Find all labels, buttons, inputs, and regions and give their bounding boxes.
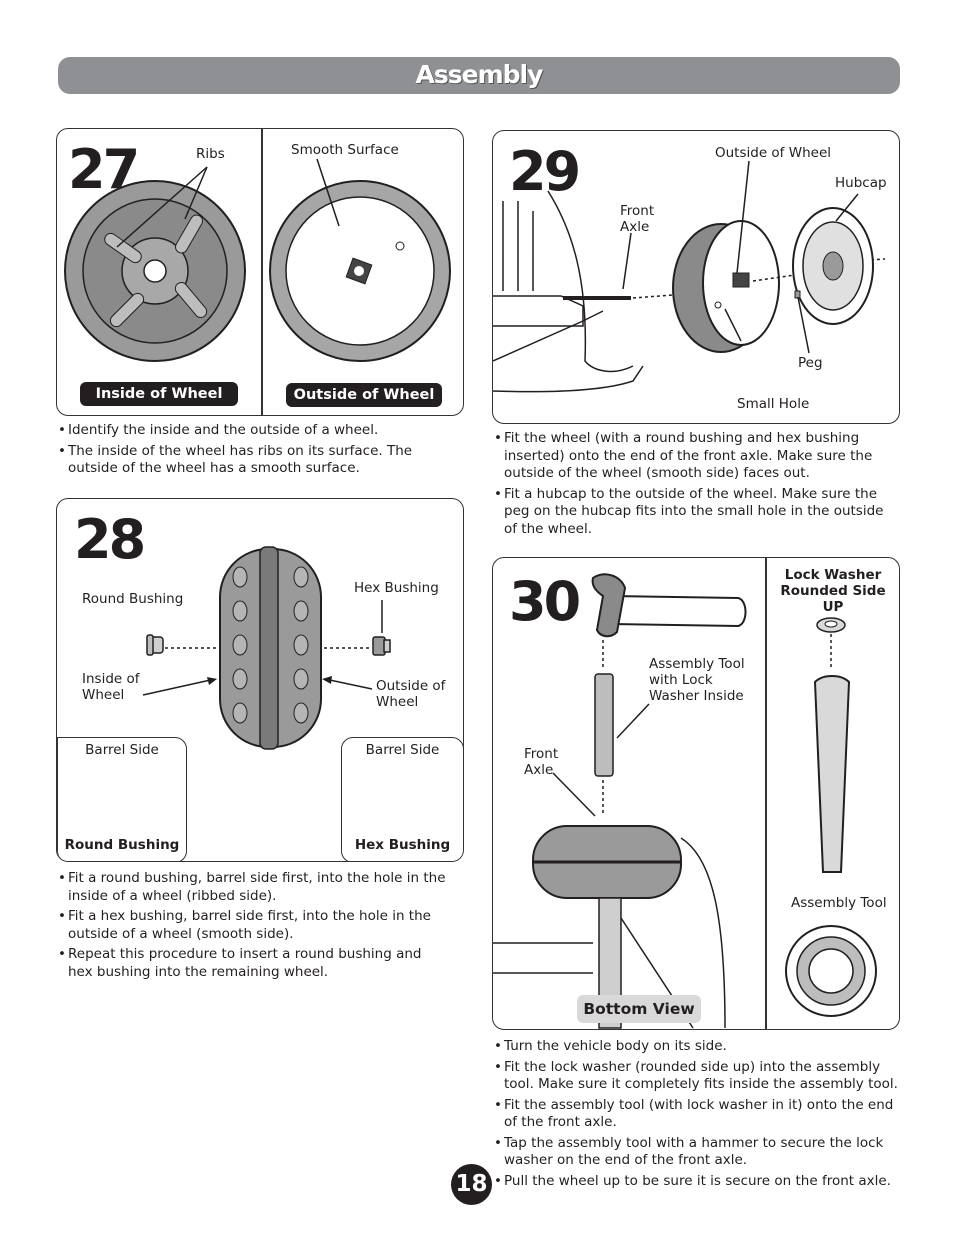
list-item: Fit the lock washer (rounded side up) in… xyxy=(492,1059,902,1094)
tire-side-view xyxy=(219,546,322,750)
inside-wheel-drawing xyxy=(64,180,246,362)
outside-of-wheel-label: Outside of Wheel xyxy=(715,145,831,161)
small-hole-label: Small Hole xyxy=(737,396,810,412)
front-axle-label: Front Axle xyxy=(524,746,559,778)
assembly-tool-small xyxy=(594,673,614,777)
step-28-number: 28 xyxy=(74,508,146,571)
round-bushing-label: Round Bushing xyxy=(82,591,184,607)
list-item: Fit the assembly tool (with lock washer … xyxy=(492,1097,902,1132)
barrel-side-label: Barrel Side xyxy=(365,742,440,758)
page-header: Assembly xyxy=(58,57,900,94)
list-item: Turn the vehicle body on its side. xyxy=(492,1038,902,1056)
peg-label: Peg xyxy=(798,355,823,371)
step-30-illustration xyxy=(493,573,877,1029)
step-27-instructions: Identify the inside and the outside of a… xyxy=(56,422,464,481)
step-28-panel: 28 xyxy=(56,498,464,862)
outside-wheel-drawing xyxy=(269,180,451,362)
hex-bushing-label: Hex Bushing xyxy=(354,580,439,596)
list-item: Fit the wheel (with a round bushing and … xyxy=(492,430,888,483)
page-number: 18 xyxy=(451,1164,492,1205)
list-item: Fit a round bushing, barrel side first, … xyxy=(56,870,446,905)
hex-bushing-caption: Hex Bushing xyxy=(354,837,451,853)
inside-of-wheel-label: Inside of Wheel xyxy=(82,671,140,703)
assembly-tool-large xyxy=(813,675,851,873)
round-bushing-detail-box: Barrel Side Round Bushing xyxy=(57,737,187,861)
round-bushing-caption: Round Bushing xyxy=(64,837,180,853)
list-item: Tap the assembly tool with a hammer to s… xyxy=(492,1135,902,1170)
hubcap-label: Hubcap xyxy=(835,175,887,191)
lock-washer-title: Lock Washer Rounded Side UP xyxy=(780,567,886,615)
bottom-view-tag: Bottom View xyxy=(577,995,701,1023)
step-30-number: 30 xyxy=(509,570,581,633)
barrel-side-label: Barrel Side xyxy=(85,742,159,758)
list-item: Fit a hex bushing, barrel side first, in… xyxy=(56,908,446,943)
vehicle-body-drawing xyxy=(493,190,644,393)
list-item: Identify the inside and the outside of a… xyxy=(56,422,464,440)
step-29-panel: 29 Outside of Wheel Hubc xyxy=(492,130,900,424)
step-28-instructions: Fit a round bushing, barrel side first, … xyxy=(56,870,446,984)
page-title: Assembly xyxy=(415,60,544,89)
assembly-tool-with-lock-washer-label: Assembly Tool with Lock Washer Inside xyxy=(649,656,745,704)
step-29-illustration xyxy=(493,160,886,393)
hubcap-drawing xyxy=(792,207,874,325)
smooth-surface-label: Smooth Surface xyxy=(291,142,399,158)
step-27-illustration xyxy=(64,158,451,362)
list-item: The inside of the wheel has ribs on its … xyxy=(56,443,464,478)
step-30-panel: 30 xyxy=(492,557,900,1030)
step-29-instructions: Fit the wheel (with a round bushing and … xyxy=(492,430,888,541)
step-30-divider xyxy=(765,558,767,1029)
lock-washer-drawing xyxy=(816,617,846,633)
list-item: Fit a hubcap to the outside of the wheel… xyxy=(492,486,888,539)
ribs-label: Ribs xyxy=(196,146,225,162)
assembly-tool-label: Assembly Tool xyxy=(791,895,887,911)
lock-washer-top-view xyxy=(785,925,877,1017)
hammer-drawing xyxy=(591,573,747,638)
step-27-divider xyxy=(261,129,263,415)
hex-bushing-detail-box: Barrel Side Hex Bushing xyxy=(341,737,463,861)
step-27-panel: 27 Ribs Smooth Surface Inside of Wheel O… xyxy=(56,128,464,416)
inside-of-wheel-tag: Inside of Wheel xyxy=(80,382,238,406)
outside-of-wheel-label: Outside of Wheel xyxy=(376,678,446,710)
list-item: Repeat this procedure to insert a round … xyxy=(56,946,446,981)
outside-of-wheel-tag: Outside of Wheel xyxy=(286,383,442,407)
step-29-number: 29 xyxy=(509,140,581,203)
list-item: Pull the wheel up to be sure it is secur… xyxy=(492,1173,902,1191)
wheel-drawing xyxy=(672,220,780,353)
step-30-instructions: Turn the vehicle body on its side. Fit t… xyxy=(492,1038,902,1193)
front-axle-label: Front Axle xyxy=(620,203,655,235)
